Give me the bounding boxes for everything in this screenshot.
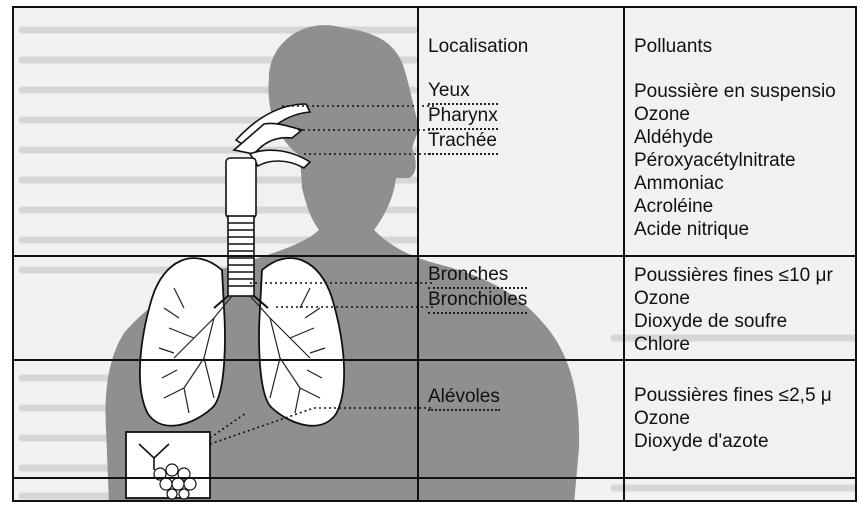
pollutant: Ozone	[634, 287, 833, 310]
location-alveoles: Alévoles	[428, 386, 500, 411]
pollutants-group2: Poussières fines ≤10 μr Ozone Dioxyde de…	[634, 264, 833, 356]
location-bronches: Bronches	[428, 264, 527, 289]
location-group3: Alévoles	[428, 386, 500, 411]
pollutants-group3: Poussières fines ≤2,5 μ Ozone Dioxyde d'…	[634, 384, 832, 453]
location-bronchioles: Bronchioles	[428, 289, 527, 314]
pollutant: Aldéhyde	[634, 126, 836, 149]
location-group2: Bronches Bronchioles	[428, 264, 527, 314]
pollutant: Dioxyde de soufre	[634, 310, 833, 333]
pollutant: Poussière en suspensio	[634, 80, 836, 103]
pollutants-header: Polluants	[634, 36, 712, 58]
location-trachee: Trachée	[428, 130, 498, 155]
location-pharynx: Pharynx	[428, 105, 498, 130]
pollutant: Acroléine	[634, 195, 836, 218]
location-header: Localisation	[428, 36, 528, 58]
figure-border: Localisation Polluants Yeux Pharynx Trac…	[12, 6, 857, 502]
pollutant: Acide nitrique	[634, 218, 836, 241]
pollutant: Chlore	[634, 333, 833, 356]
pollutant: Ozone	[634, 103, 836, 126]
pollutant: Ozone	[634, 407, 832, 430]
location-group1: Yeux Pharynx Trachée	[428, 80, 498, 155]
location-yeux: Yeux	[428, 80, 498, 105]
pollutant: Ammoniac	[634, 172, 836, 195]
pollutant: Péroxyacétylnitrate	[634, 149, 836, 172]
alveoli-inset	[126, 432, 210, 499]
pollutant: Poussières fines ≤2,5 μ	[634, 384, 832, 407]
pollutant: Dioxyde d'azote	[634, 430, 832, 453]
pollutant: Poussières fines ≤10 μr	[634, 264, 833, 287]
pollutants-group1: Poussière en suspensio Ozone Aldéhyde Pé…	[634, 80, 836, 241]
